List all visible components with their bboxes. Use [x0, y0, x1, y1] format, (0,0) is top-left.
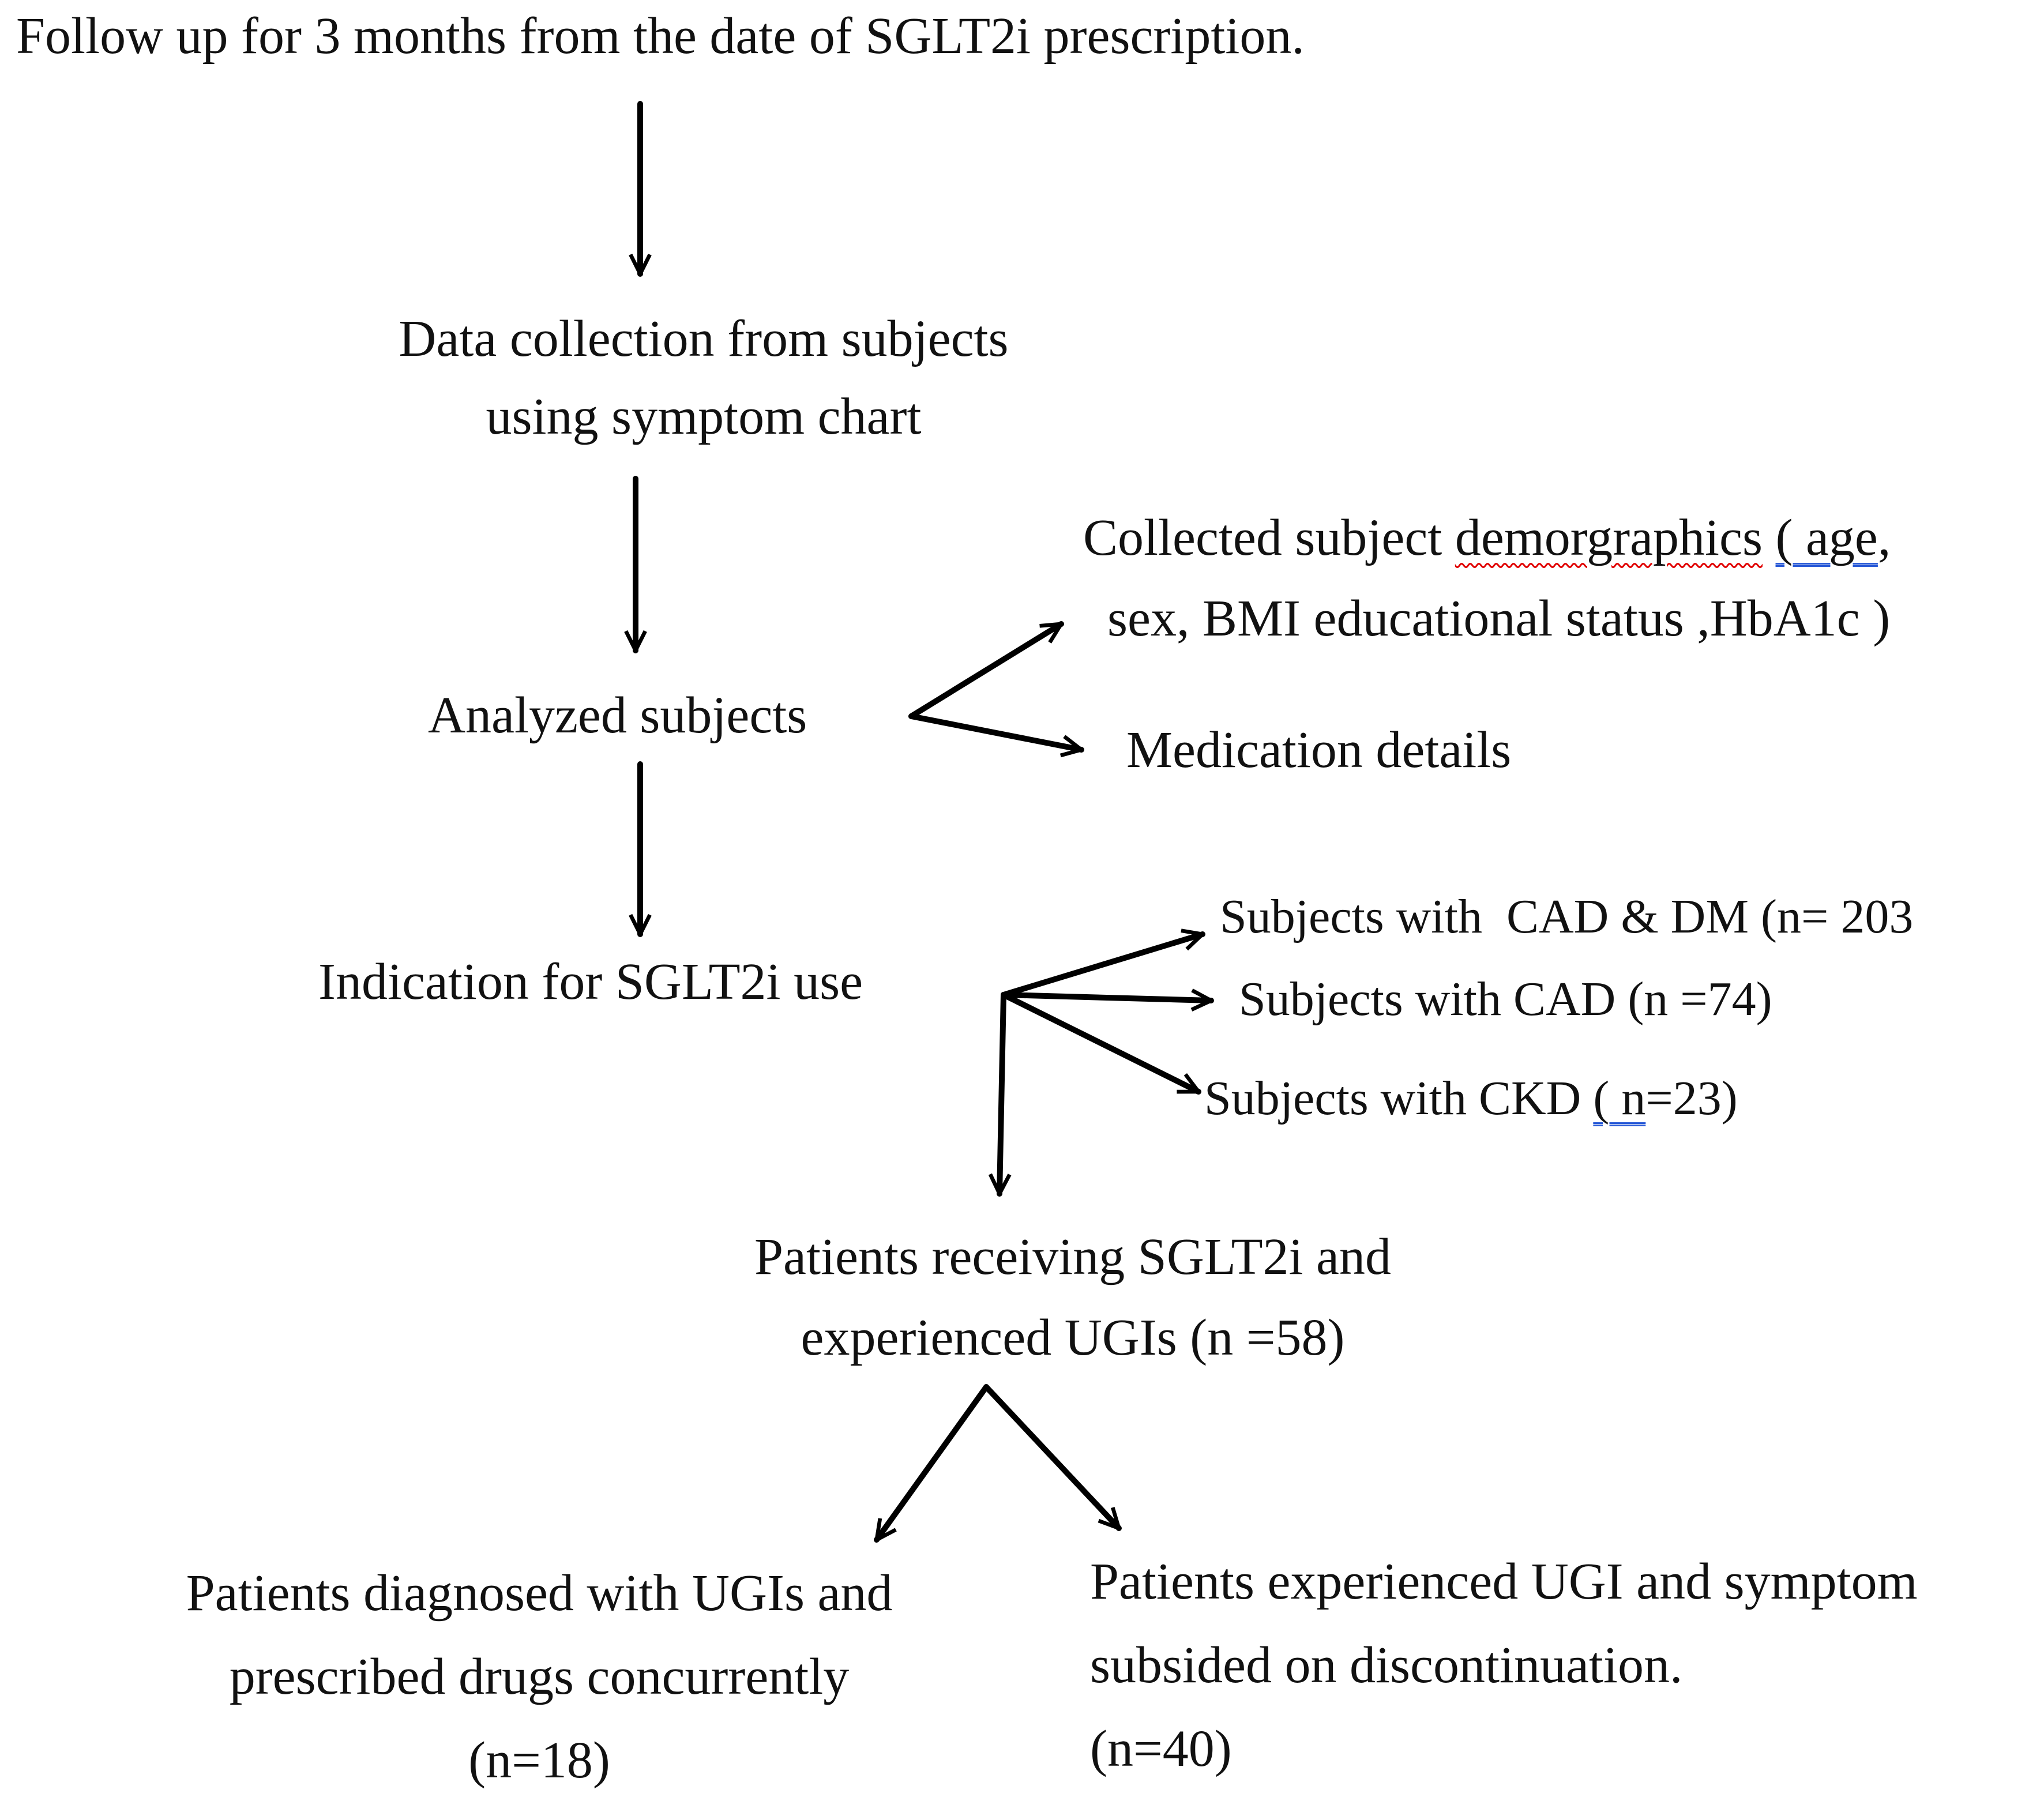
- arrow-receiving-to-diagnosed: [874, 1384, 989, 1540]
- demographics-text-c: [1763, 509, 1776, 566]
- discontinued-line3: (n=40): [1090, 1720, 1232, 1777]
- receiving-line2: experienced UGIs (n =58): [801, 1309, 1345, 1366]
- demographics-line2: sex, BMI educational status ,HbA1c ): [1107, 590, 1891, 647]
- data-collection-line2: using symptom chart: [486, 388, 922, 445]
- cad-node: Subjects with CAD (n =74): [1239, 972, 1772, 1026]
- arrow-receiving-to-discontinued: [983, 1384, 1119, 1528]
- ckd-text-c: =23): [1645, 1071, 1738, 1125]
- diagnosed-line1: Patients diagnosed with UGIs and: [186, 1565, 893, 1622]
- discontinued-line2: subsided on discontinuation.: [1090, 1637, 1683, 1694]
- followup-node: Follow up for 3 months from the date of …: [16, 7, 1305, 65]
- indication-node: Indication for SGLT2i use: [318, 953, 863, 1010]
- arrow-indication-to-cad: [1001, 995, 1214, 1001]
- discontinued-line1: Patients experienced UGI and symptom: [1090, 1553, 1918, 1610]
- arrow-indication-to-ckd: [1001, 992, 1198, 1095]
- ckd-text-a: Subjects with CKD: [1204, 1071, 1594, 1125]
- demographics-misspelled-word: demorgraphics: [1455, 509, 1763, 566]
- diagnosed-line2: prescribed drugs concurrently: [229, 1648, 850, 1705]
- ckd-node: Subjects with CKD ( n=23): [1204, 1062, 1738, 1135]
- demographics-text-a: Collected subject: [1083, 509, 1455, 566]
- cad-dm-node: Subjects with CAD & DM (n= 203: [1220, 890, 1914, 943]
- diagnosed-line3: (n=18): [468, 1732, 610, 1789]
- arrow-indication-to-receiving: [1000, 992, 1004, 1197]
- arrow-analyzed-to-demographics: [908, 621, 1061, 719]
- arrow-indication-to-cad-dm: [1001, 934, 1203, 998]
- analyzed-node: Analyzed subjects: [428, 687, 807, 744]
- data-collection-line1: Data collection from subjects: [399, 310, 1009, 367]
- ckd-grammar-flag: ( n: [1593, 1071, 1646, 1125]
- demographics-line1: Collected subject demorgraphics ( age,: [1083, 499, 1891, 577]
- arrow-analyzed-to-medication: [908, 713, 1081, 750]
- medication-node: Medication details: [1126, 721, 1512, 779]
- demographics-grammar-flag: ( age: [1775, 509, 1878, 566]
- receiving-line1: Patients receiving SGLT2i and: [754, 1228, 1391, 1285]
- demographics-text-e: ,: [1877, 509, 1891, 566]
